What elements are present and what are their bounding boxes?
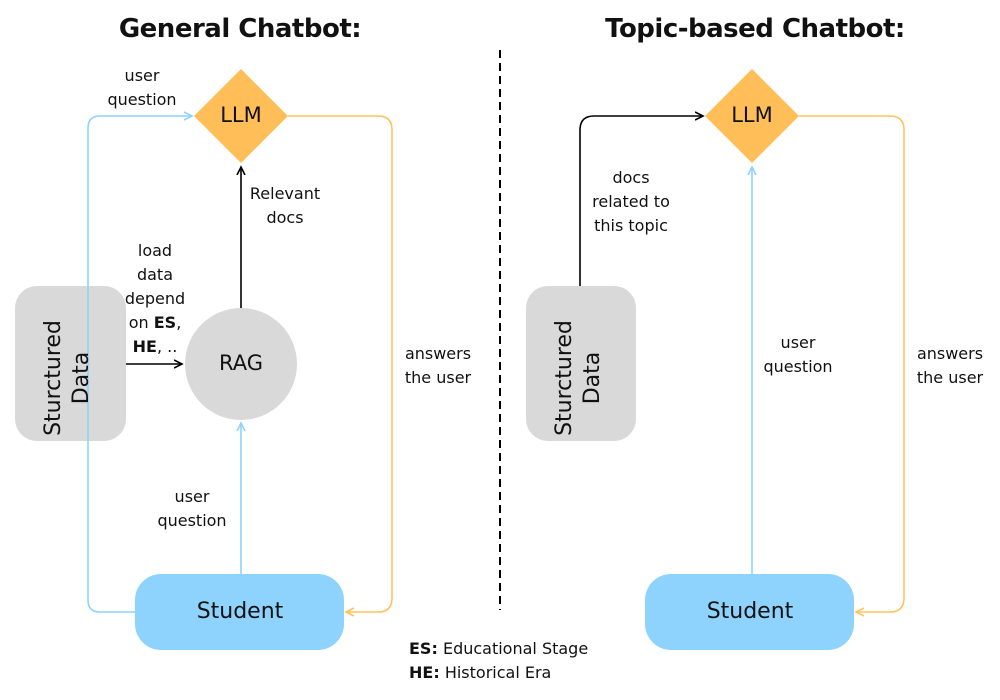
right-llm-node [705, 69, 799, 163]
legend-he-value: Historical Era [444, 663, 552, 682]
left-answers-arrow [288, 115, 393, 612]
left-user-question-bottom-label: user question [152, 485, 232, 533]
left-load-data-line4: on ES, [128, 313, 182, 332]
right-user-question-label: user question [758, 331, 838, 379]
left-load-data-line2: data [136, 265, 174, 284]
right-docs-topic-line1: docs [612, 168, 650, 187]
left-answers-label: answers the user [398, 342, 478, 390]
right-user-question-line2: question [763, 357, 833, 376]
left-user-question-top-line1: user [124, 66, 160, 85]
right-docs-topic-label: docs related to this topic [586, 166, 676, 238]
legend: ES: Educational Stage HE: Historical Era [409, 637, 588, 685]
left-structured-data-box [15, 286, 126, 441]
left-relevant-docs-line1: Relevant [249, 184, 321, 203]
left-rag-node [185, 308, 297, 420]
left-student-node [135, 574, 344, 650]
right-answers-arrow [799, 115, 905, 612]
left-answers-line2: the user [404, 368, 472, 387]
legend-he: HE: Historical Era [409, 661, 588, 685]
right-answers-line2: the user [916, 368, 984, 387]
left-title: General Chatbot: [118, 14, 362, 44]
right-user-question-line1: user [780, 333, 816, 352]
right-answers-line1: answers [916, 344, 984, 363]
right-student-node [645, 574, 854, 650]
left-relevant-docs-line2: docs [266, 208, 304, 227]
left-user-question-arrow-top [87, 116, 192, 613]
legend-es-value: Educational Stage [442, 639, 589, 658]
left-user-question-bottom-line2: question [157, 511, 227, 530]
right-answers-label: answers the user [910, 342, 990, 390]
left-load-data-line3: depend [124, 289, 186, 308]
right-docs-topic-line3: this topic [594, 216, 668, 235]
legend-he-key: HE: [409, 663, 440, 682]
left-answers-line1: answers [404, 344, 472, 363]
left-relevant-docs-label: Relevant docs [245, 182, 325, 230]
left-load-data-line5: HE, .. [132, 337, 178, 356]
legend-es-key: ES: [409, 639, 438, 658]
es-abbrev: ES [153, 313, 177, 332]
he-abbrev: HE [132, 337, 157, 356]
legend-es: ES: Educational Stage [409, 637, 588, 661]
right-docs-topic-line2: related to [592, 192, 670, 211]
right-title: Topic-based Chatbot: [605, 14, 905, 44]
right-docs-topic-arrow [579, 116, 703, 286]
left-load-data-line1: load [137, 241, 173, 260]
left-user-question-top-line2: question [107, 90, 177, 109]
left-user-question-bottom-line1: user [174, 487, 210, 506]
left-llm-node [194, 69, 288, 163]
left-load-data-label: load data depend on ES, HE, .. [117, 239, 193, 359]
left-user-question-top-label: user question [102, 64, 182, 112]
right-structured-data-box [526, 286, 636, 441]
